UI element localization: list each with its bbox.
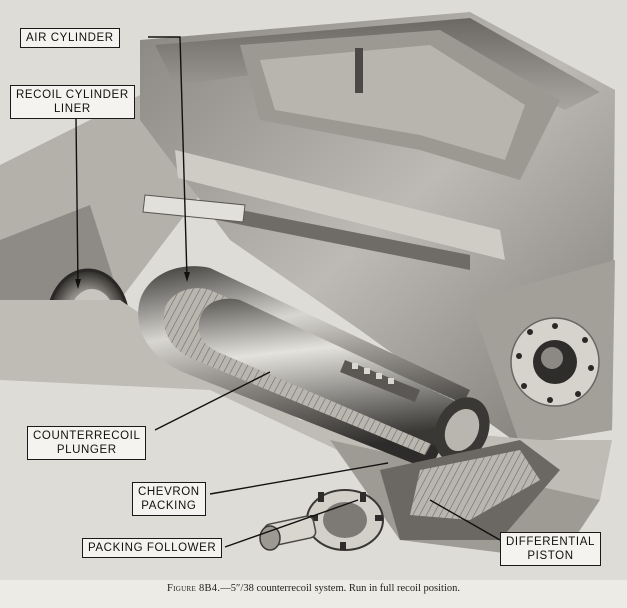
figure-caption: Figure 8B4.—5″/38 counterrecoil system. … <box>0 583 627 594</box>
label-counterrecoil-plunger-line1: COUNTERRECOIL <box>33 430 141 442</box>
label-recoil-cylinder-liner-line2: LINER <box>53 103 91 115</box>
label-differential-piston-line2: PISTON <box>527 550 574 562</box>
counterrecoil-system-illustration <box>0 0 627 580</box>
label-differential-piston-line1: DIFFERENTIAL <box>506 536 595 548</box>
label-recoil-cylinder-liner-line1: RECOIL CYLINDER <box>16 89 129 101</box>
label-air-cylinder: AIR CYLINDER <box>20 28 120 48</box>
label-chevron-packing: CHEVRON PACKING <box>132 482 206 516</box>
label-packing-follower: PACKING FOLLOWER <box>82 538 223 558</box>
label-counterrecoil-plunger-line2: PLUNGER <box>56 444 117 456</box>
label-packing-follower-text: PACKING FOLLOWER <box>88 542 217 554</box>
figure-caption-text: —5″/38 counterrecoil system. Run in full… <box>220 583 460 594</box>
label-chevron-packing-line1: CHEVRON <box>138 486 200 498</box>
label-recoil-cylinder-liner: RECOIL CYLINDER LINER <box>10 85 135 119</box>
label-counterrecoil-plunger: COUNTERRECOIL PLUNGER <box>27 426 147 460</box>
label-differential-piston: DIFFERENTIAL PISTON <box>500 532 601 566</box>
label-chevron-packing-line2: PACKING <box>141 500 197 512</box>
figure-number: Figure 8B4. <box>167 583 221 594</box>
label-air-cylinder-text: AIR CYLINDER <box>26 32 114 44</box>
